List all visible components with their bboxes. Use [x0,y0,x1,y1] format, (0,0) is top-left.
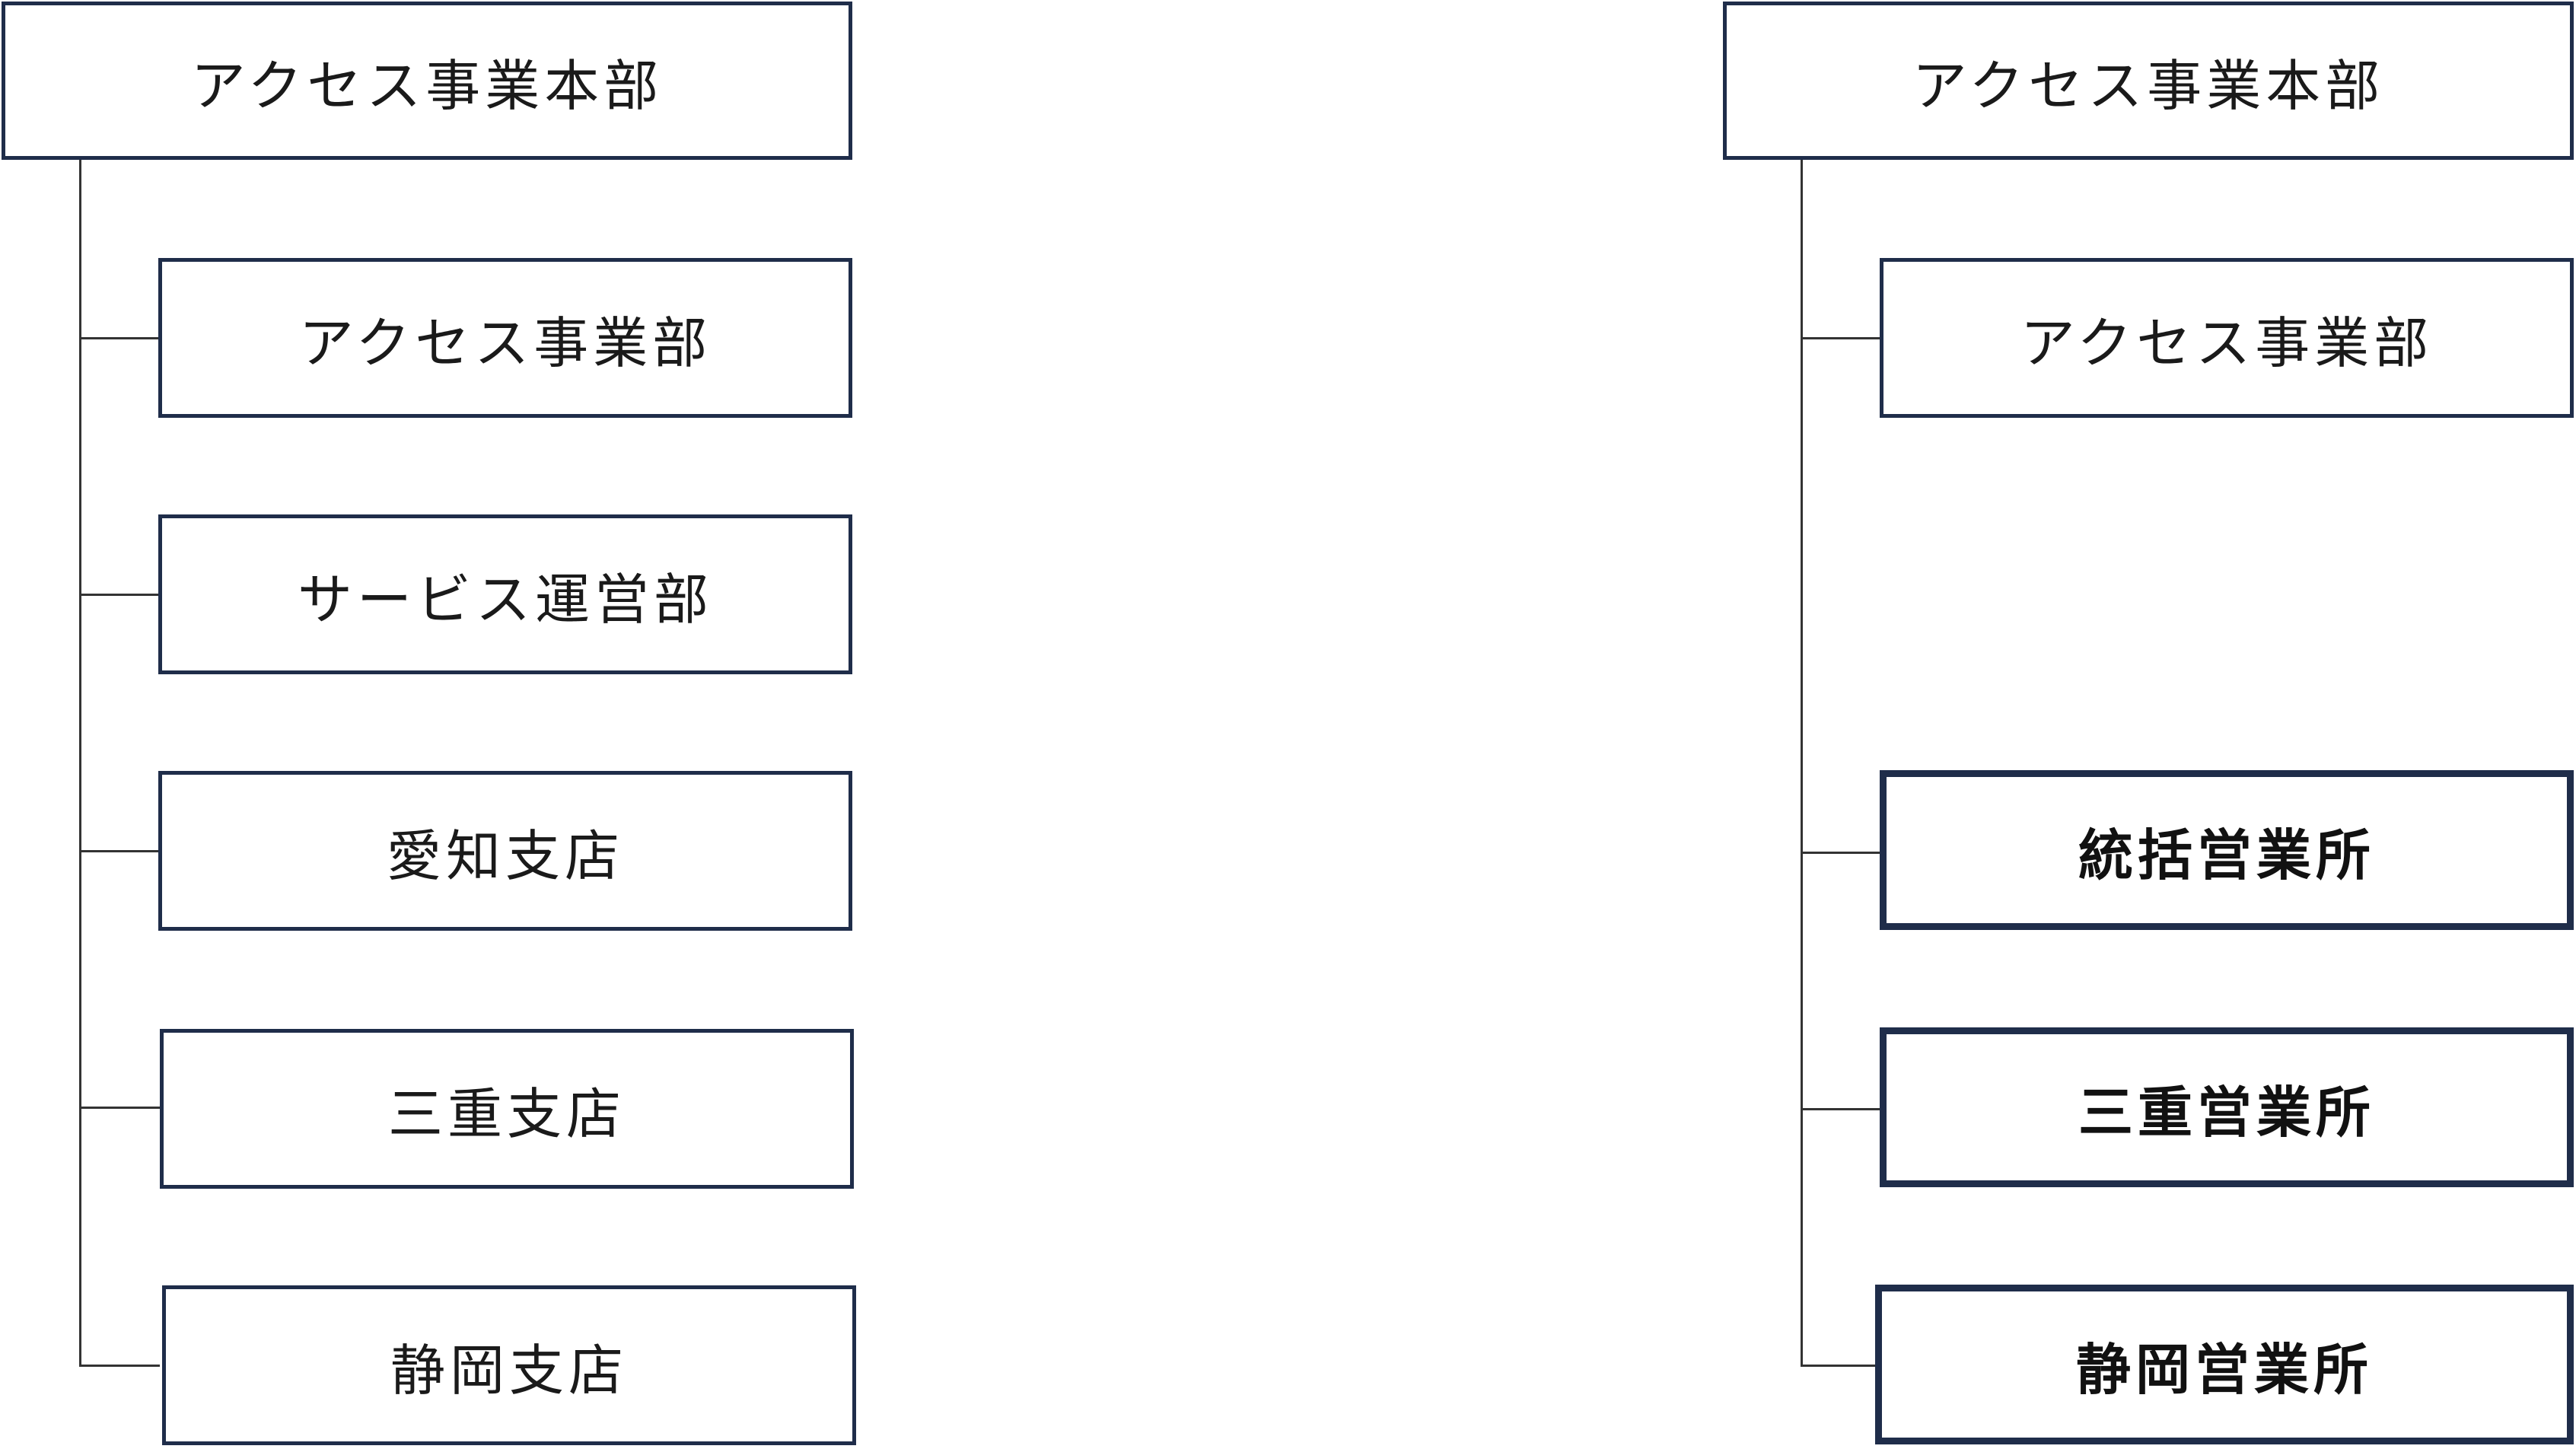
right-branch-line [1801,852,1881,854]
left-branch-line [79,850,160,852]
right-node-access-division: アクセス事業部 [1880,258,2574,418]
right-node-central-office: 統括営業所 [1880,770,2574,930]
left-branch-line [79,594,160,596]
left-branch-line [79,1107,160,1109]
right-branch-line [1801,1365,1881,1367]
left-node-aichi-branch: 愛知支店 [158,771,852,931]
right-node-shizuoka-office: 静岡営業所 [1875,1285,2574,1444]
right-trunk-line [1801,160,1803,1367]
right-branch-line [1801,337,1881,339]
left-root-node: アクセス事業本部 [2,2,852,160]
left-org-chart: アクセス事業本部 アクセス事業部 サービス運営部 愛知支店 三重支店 静岡支店 [0,0,868,1449]
left-node-shizuoka-branch: 静岡支店 [162,1285,856,1445]
left-branch-line [79,337,160,339]
left-trunk-line [79,160,81,1367]
left-node-access-division: アクセス事業部 [158,258,852,418]
right-org-chart: アクセス事業本部 アクセス事業部 統括営業所 三重営業所 静岡営業所 [1721,0,2576,1449]
left-node-service-ops: サービス運営部 [158,514,852,674]
right-node-mie-office: 三重営業所 [1880,1027,2574,1187]
right-root-node: アクセス事業本部 [1723,2,2574,160]
right-branch-line [1801,1108,1881,1110]
left-node-mie-branch: 三重支店 [160,1029,854,1189]
left-branch-line [79,1365,160,1367]
